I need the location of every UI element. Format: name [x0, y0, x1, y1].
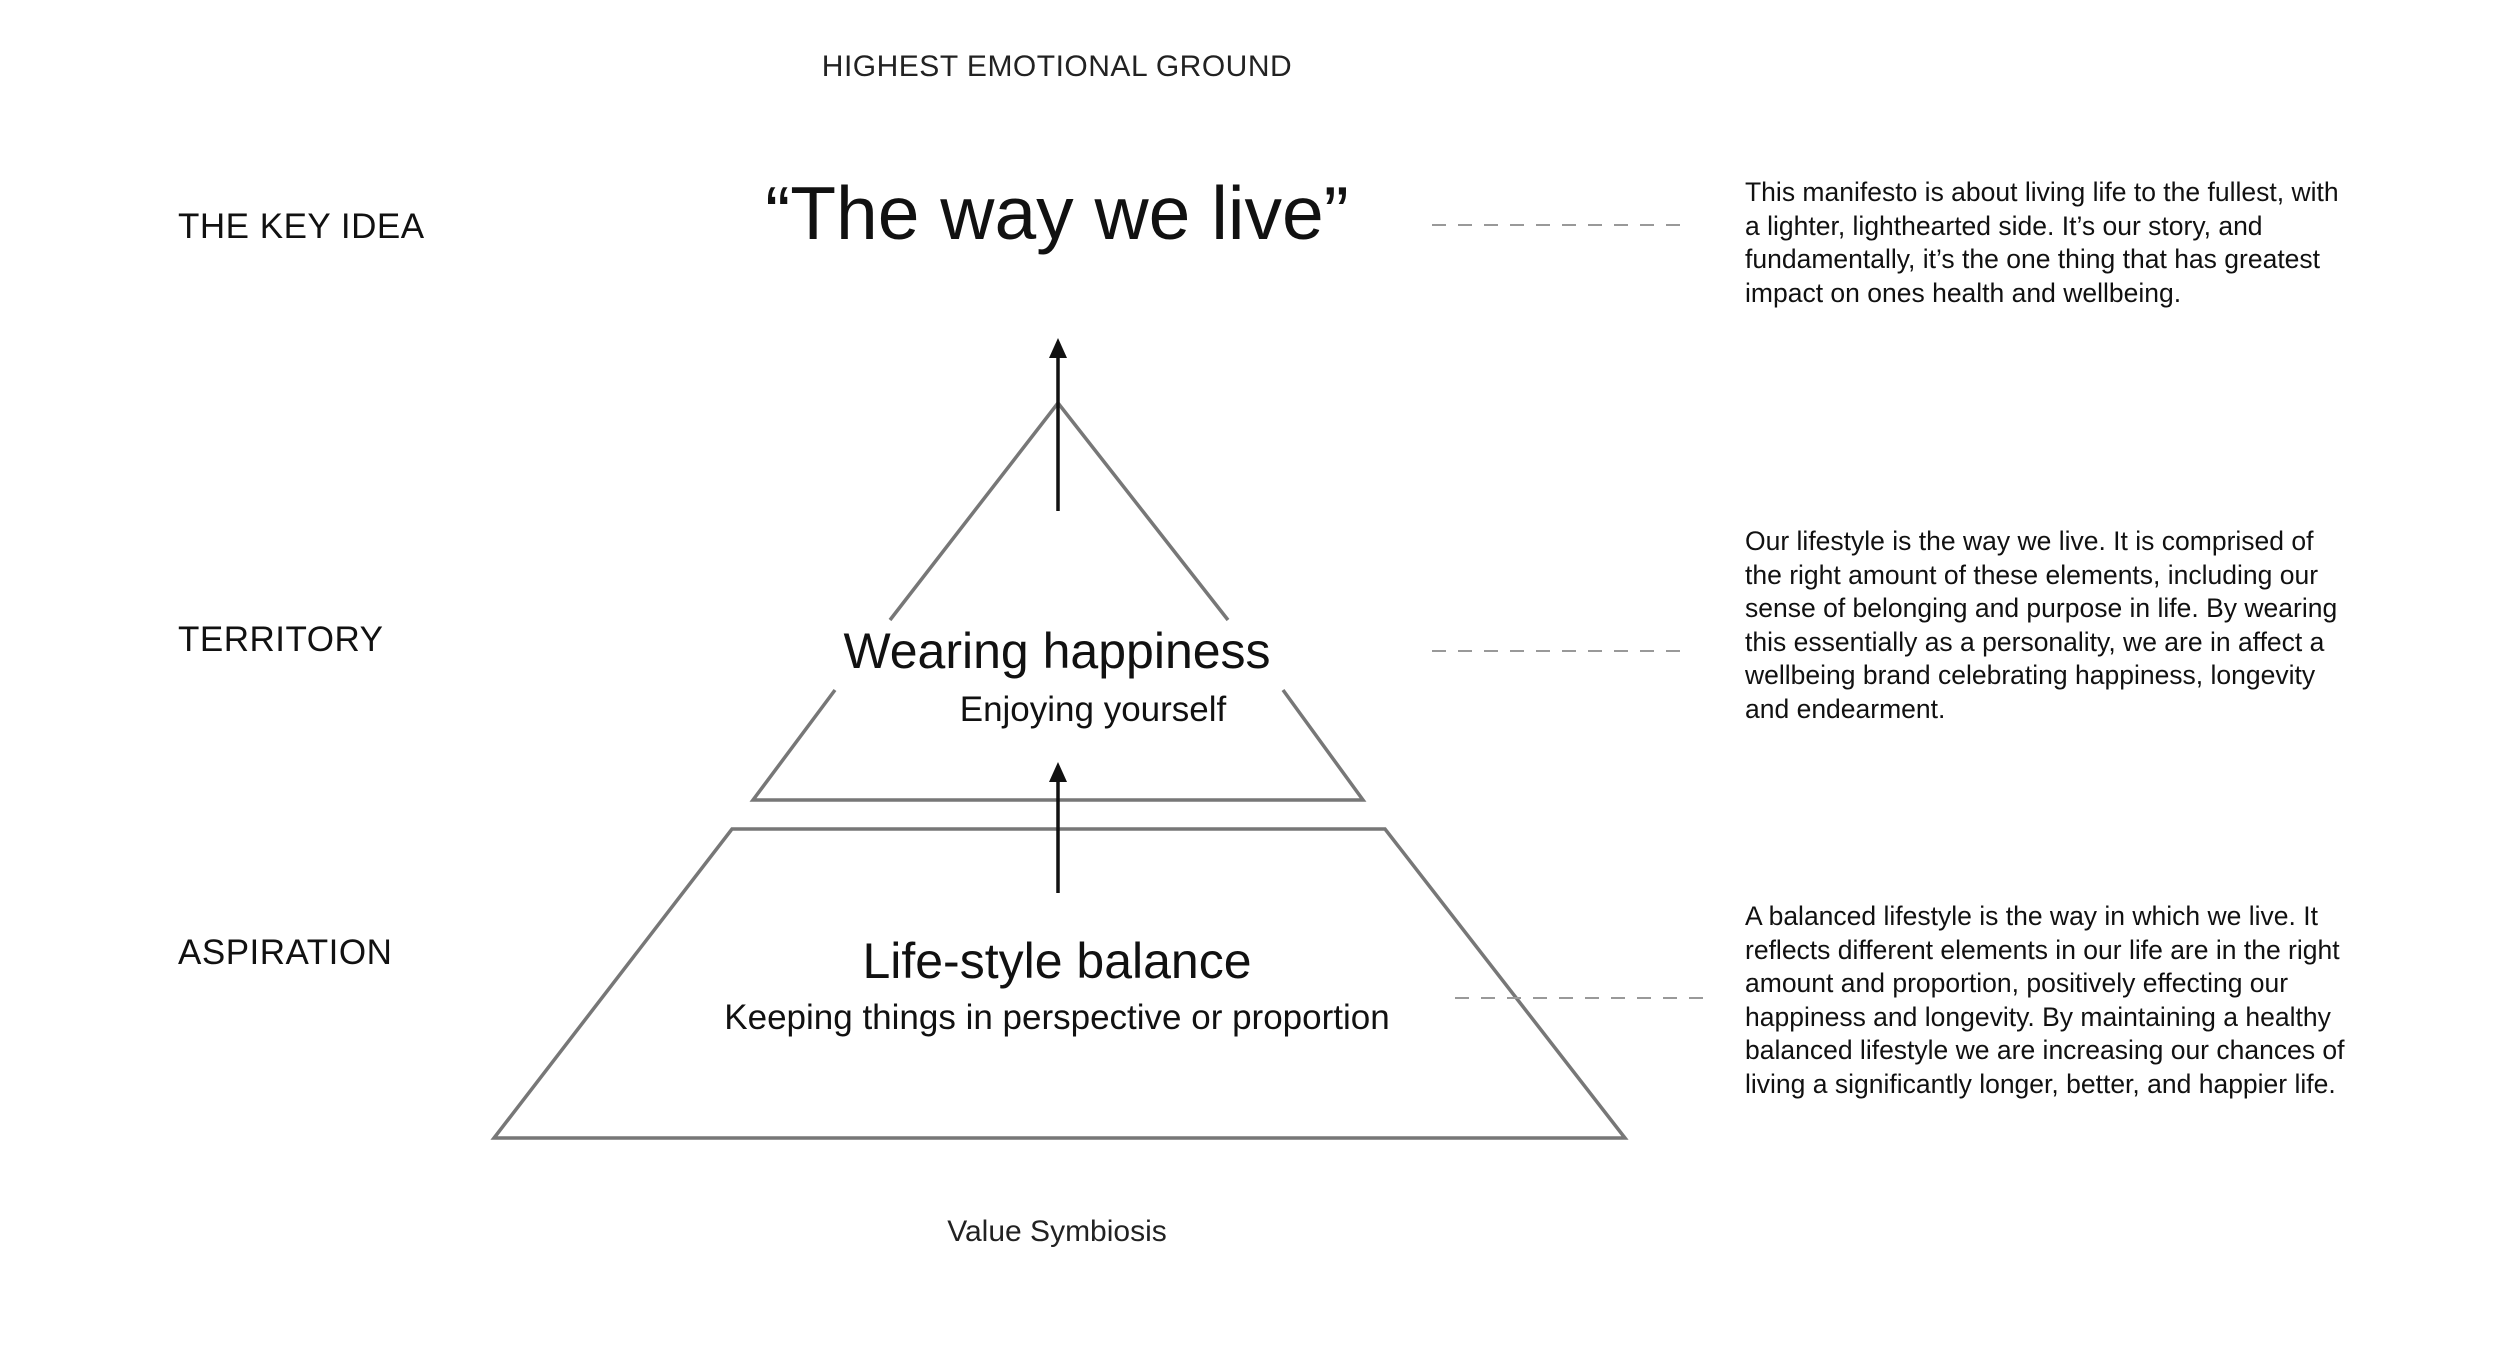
row-label-key-idea: THE KEY IDEA: [178, 207, 425, 246]
aspiration-description: A balanced lifestyle is the way in which…: [1745, 901, 2345, 1099]
row-label-aspiration: ASPIRATION: [178, 933, 393, 972]
arrow-upper-head: [1049, 338, 1067, 358]
top-heading: HIGHEST EMOTIONAL GROUND: [821, 50, 1293, 83]
key-idea-title: “The way we live”: [765, 171, 1349, 255]
aspiration-title: Life-style balance: [862, 933, 1252, 989]
footer-caption: Value Symbiosis: [947, 1215, 1167, 1248]
aspiration-subtitle: Keeping things in perspective or proport…: [724, 998, 1390, 1037]
territory-title: Wearing happiness: [843, 623, 1271, 679]
territory-description: Our lifestyle is the way we live. It is …: [1745, 526, 2338, 724]
row-label-territory: TERRITORY: [178, 620, 384, 659]
territory-subtitle: Enjoying yourself: [959, 690, 1227, 729]
arrow-lower-head: [1049, 762, 1067, 782]
pyramid-base-trapezoid: [490, 827, 1629, 1140]
key-idea-description: This manifesto is about living life to t…: [1745, 177, 2339, 308]
